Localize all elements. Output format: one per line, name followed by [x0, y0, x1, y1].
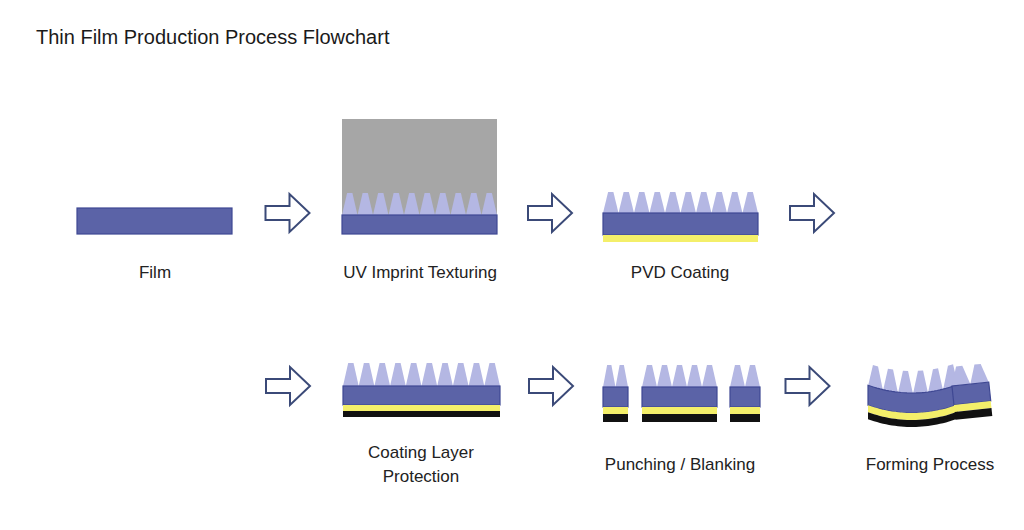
- block-arrow: [266, 194, 310, 232]
- label-area: Coating Layer Protection: [335, 440, 507, 490]
- texture-tooth: [616, 365, 629, 387]
- texture-layer: [343, 363, 500, 386]
- formed-piece: [950, 363, 992, 420]
- texture-tooth: [466, 193, 482, 215]
- texture-tooth: [342, 193, 358, 215]
- texture-tooth: [373, 193, 389, 215]
- texture-tooth: [374, 363, 390, 386]
- texture-tooth: [702, 365, 717, 387]
- texture-tooth: [603, 192, 619, 213]
- texture-tooth: [482, 193, 498, 215]
- label-area: Punching / Blanking: [595, 440, 765, 490]
- texture-tooth: [696, 192, 712, 213]
- texture-tooth: [913, 371, 928, 394]
- texture-tooth: [404, 193, 420, 215]
- texture-tooth: [453, 363, 469, 386]
- texture-tooth: [469, 363, 485, 386]
- texture-tooth: [968, 363, 988, 384]
- stage-label: UV Imprint Texturing: [343, 261, 497, 285]
- texture-tooth: [650, 192, 666, 213]
- texture-tooth: [665, 192, 681, 213]
- texture-tooth: [950, 365, 970, 386]
- process-stage: UV Imprint Texturing: [335, 110, 505, 298]
- texture-tooth: [672, 365, 687, 387]
- process-arrow: [266, 194, 834, 405]
- process-arrow: [528, 194, 572, 232]
- stage-label: Punching / Blanking: [605, 453, 755, 477]
- diagram-title: Thin Film Production Process Flowchart: [36, 26, 389, 49]
- pvd-coating: [603, 235, 758, 242]
- process-stage: Coating Layer Protection: [335, 355, 507, 490]
- process-stage: Film: [70, 110, 240, 298]
- texture-tooth: [406, 363, 422, 386]
- texture-layer: [603, 365, 628, 387]
- imprint-mold: [342, 119, 497, 215]
- texture-tooth: [343, 363, 359, 386]
- texture-tooth: [730, 365, 745, 387]
- film-layer: [603, 213, 758, 235]
- stage-label: PVD Coating: [631, 261, 729, 285]
- texture-tooth: [898, 371, 913, 394]
- process-arrow: [266, 194, 310, 232]
- film-layer: [77, 208, 232, 234]
- label-area: PVD Coating: [595, 248, 765, 298]
- film-layer: [343, 386, 500, 405]
- protection-layer: [343, 411, 500, 417]
- texture-tooth: [389, 193, 405, 215]
- texture-layer: [342, 193, 497, 215]
- texture-tooth: [435, 193, 451, 215]
- texture-tooth: [681, 192, 697, 213]
- process-arrow: [529, 367, 573, 405]
- texture-tooth: [619, 192, 635, 213]
- stage-label: Film: [139, 261, 171, 285]
- texture-tooth: [484, 363, 500, 386]
- texture-tooth: [743, 192, 759, 213]
- stage-label: Forming Process: [866, 453, 994, 477]
- block-arrow: [528, 194, 572, 232]
- process-stage: Forming Process: [850, 355, 1010, 490]
- block-arrow: [529, 367, 573, 405]
- texture-tooth: [642, 365, 657, 387]
- texture-tooth: [657, 365, 672, 387]
- texture-tooth: [634, 192, 650, 213]
- texture-layer: [642, 365, 717, 387]
- texture-tooth: [359, 363, 375, 386]
- stage-label: Coating Layer Protection: [351, 441, 491, 489]
- texture-tooth: [603, 365, 616, 387]
- block-arrow: [790, 194, 834, 232]
- texture-tooth: [451, 193, 467, 215]
- formed-layer: [868, 385, 958, 413]
- texture-tooth: [745, 365, 760, 387]
- process-arrow: [786, 367, 830, 405]
- punched-piece: [603, 387, 760, 422]
- texture-layer: [730, 365, 760, 387]
- texture-tooth: [358, 193, 374, 215]
- process-stage: Punching / Blanking: [595, 355, 765, 490]
- formed-layer: [868, 412, 958, 427]
- film-layer: [342, 215, 497, 234]
- texture-tooth: [727, 192, 743, 213]
- pvd-coating: [343, 405, 500, 411]
- texture-tooth: [712, 192, 728, 213]
- texture-tooth: [422, 363, 438, 386]
- texture-tooth: [437, 363, 453, 386]
- texture-tooth: [687, 365, 702, 387]
- formed-piece: [868, 364, 958, 427]
- block-arrow: [786, 367, 830, 405]
- label-area: Film: [70, 248, 240, 298]
- texture-layer: [603, 192, 758, 213]
- block-arrow: [266, 367, 310, 405]
- texture-tooth: [390, 363, 406, 386]
- label-area: Forming Process: [850, 440, 1010, 490]
- label-area: UV Imprint Texturing: [335, 248, 505, 298]
- texture-tooth: [420, 193, 436, 215]
- process-stage: PVD Coating: [595, 110, 765, 298]
